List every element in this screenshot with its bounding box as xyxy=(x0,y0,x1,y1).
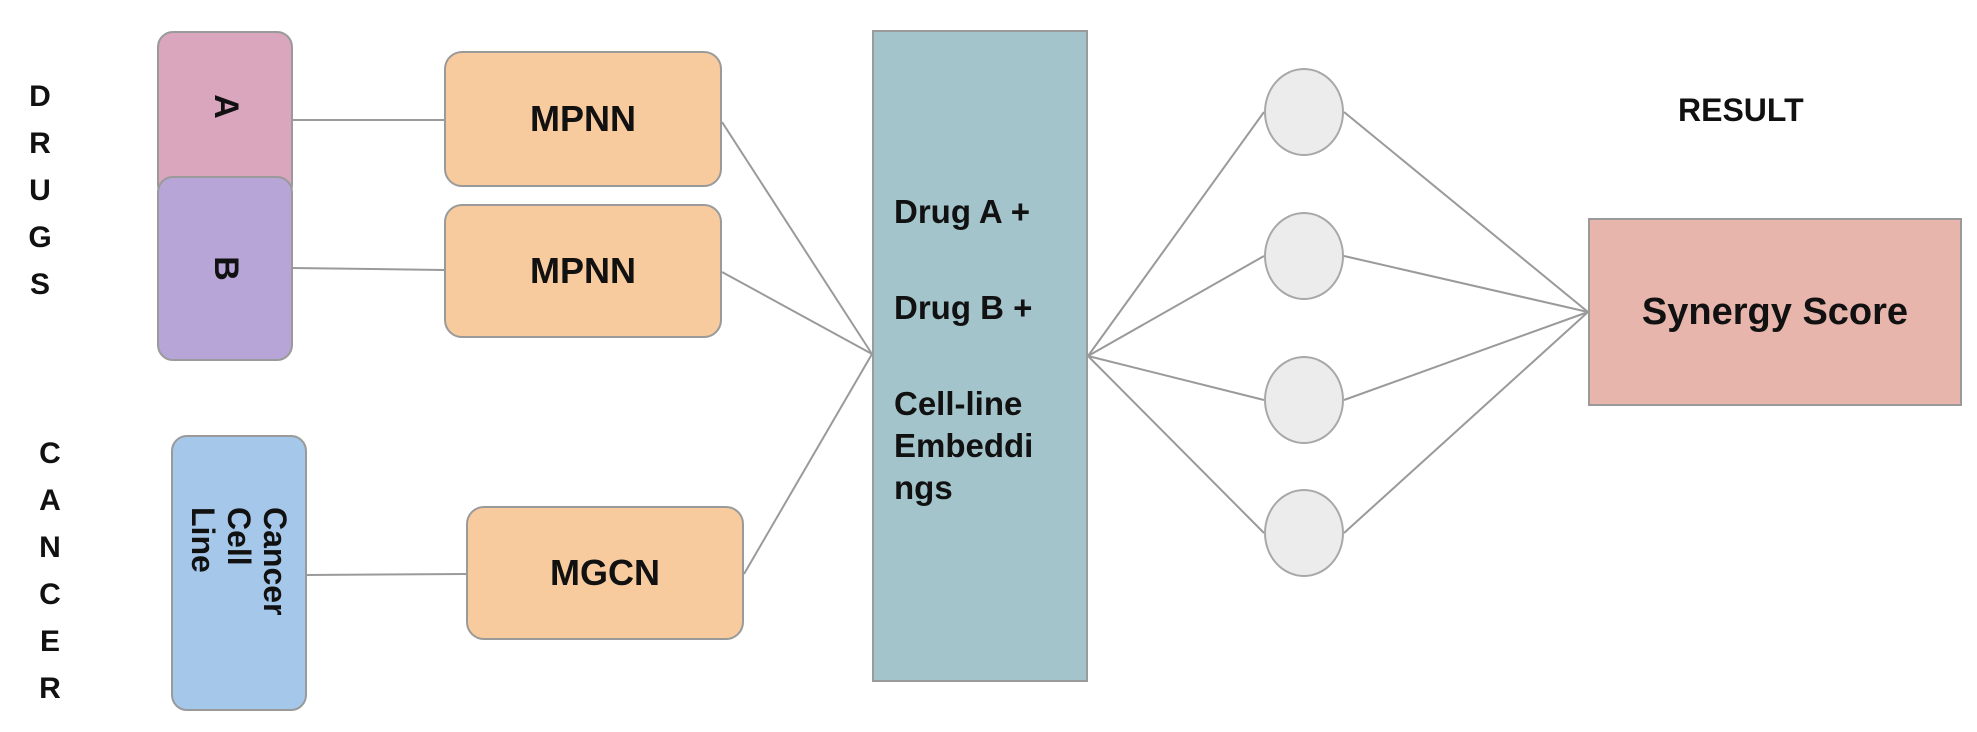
edge-node-3-to-score xyxy=(1343,311,1589,401)
result-heading: RESULT xyxy=(1678,92,1804,128)
cancer-label: C A N C E R xyxy=(30,430,70,712)
edge-embed-to-node-2 xyxy=(1087,255,1265,357)
edge-node-1-to-score xyxy=(1343,111,1589,313)
cancer-letter: N xyxy=(39,531,61,564)
drugs-label: D R U G S xyxy=(20,73,60,308)
cancer-letter: A xyxy=(39,484,61,517)
edge-cell-to-mgcn xyxy=(304,573,467,576)
edge-embed-to-node-4 xyxy=(1087,355,1265,534)
synergy-score-box: Synergy Score xyxy=(1588,218,1962,406)
edge-node-2-to-score xyxy=(1343,255,1589,313)
edge-node-4-to-score xyxy=(1343,311,1589,534)
cell-line-label: Cancer Cell Line xyxy=(185,507,293,616)
drug-a-label: A xyxy=(206,93,245,119)
cancer-letter: E xyxy=(39,625,60,658)
drugs-letter: G xyxy=(28,221,52,254)
hidden-node-2 xyxy=(1264,212,1344,300)
drugs-letter: R xyxy=(29,127,51,160)
drugs-letter: S xyxy=(29,268,50,301)
mpnn-encoder-a: MPNN xyxy=(444,51,722,187)
mgcn-encoder: MGCN xyxy=(466,506,744,640)
cancer-letter: C xyxy=(39,437,61,470)
synergy-score-label: Synergy Score xyxy=(1641,290,1909,333)
drug-b-label: B xyxy=(206,256,245,281)
edge-mpnn-b-to-embed xyxy=(721,271,873,355)
embedding-line-3: Cell-line xyxy=(894,385,1023,422)
embedding-line-1: Drug A + xyxy=(894,193,1030,230)
embedding-block: Drug A + Drug B + Cell-line Embeddi ngs xyxy=(872,30,1088,682)
drug-b-box: B xyxy=(157,176,293,361)
hidden-node-3 xyxy=(1264,356,1344,444)
cell-line-box: Cancer Cell Line xyxy=(171,435,307,711)
mpnn-a-label: MPNN xyxy=(530,98,636,139)
edge-embed-to-node-3 xyxy=(1087,355,1265,401)
embedding-line-2: Drug B + xyxy=(894,289,1033,326)
edge-mpnn-a-to-embed xyxy=(721,121,873,355)
drug-a-box: A xyxy=(157,31,293,201)
drugs-letter: U xyxy=(29,174,51,207)
mpnn-b-label: MPNN xyxy=(530,250,636,291)
embedding-line-5: ngs xyxy=(894,469,953,506)
mgcn-label: MGCN xyxy=(550,552,660,593)
edge-drug-b-to-mpnn xyxy=(291,267,445,271)
mpnn-encoder-b: MPNN xyxy=(444,204,722,338)
embedding-line-4: Embeddi xyxy=(894,427,1034,464)
hidden-node-4 xyxy=(1264,489,1344,577)
edge-embed-to-node-1 xyxy=(1087,111,1265,357)
cancer-letter: C xyxy=(39,578,61,611)
cancer-letter: R xyxy=(39,672,61,705)
drugs-letter: D xyxy=(29,80,51,113)
edge-mgcn-to-embed xyxy=(743,353,873,575)
hidden-node-1 xyxy=(1264,68,1344,156)
